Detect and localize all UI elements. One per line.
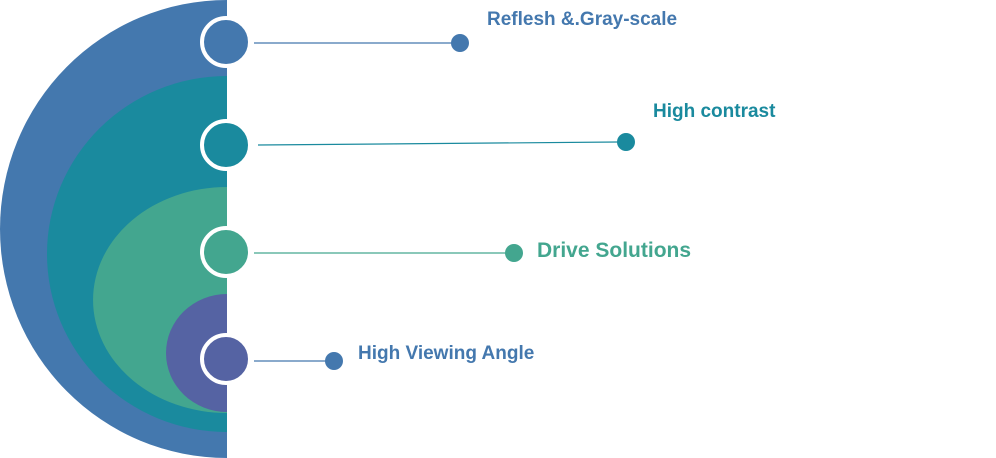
node-circle <box>200 119 252 171</box>
node-circle <box>200 16 252 68</box>
node-circle <box>200 333 252 385</box>
end-dot <box>325 352 343 370</box>
end-dot <box>617 133 635 151</box>
end-dot <box>505 244 523 262</box>
end-dot <box>451 34 469 52</box>
feature-label: Reflesh &.Gray-scale <box>487 9 677 30</box>
feature-label: High Viewing Angle <box>358 343 534 364</box>
feature-reflesh-gray-scale: Reflesh &.Gray-scale <box>200 9 677 68</box>
feature-label: Drive Solutions <box>537 239 691 262</box>
connector-line <box>257 141 619 146</box>
feature-high-viewing-angle: High Viewing Angle <box>200 333 534 385</box>
feature-label: High contrast <box>653 101 776 122</box>
node-circle <box>200 226 252 278</box>
feature-high-contrast: High contrast <box>200 101 776 171</box>
feature-drive-solutions: Drive Solutions <box>200 226 691 278</box>
indigo-half-disc <box>166 294 227 412</box>
